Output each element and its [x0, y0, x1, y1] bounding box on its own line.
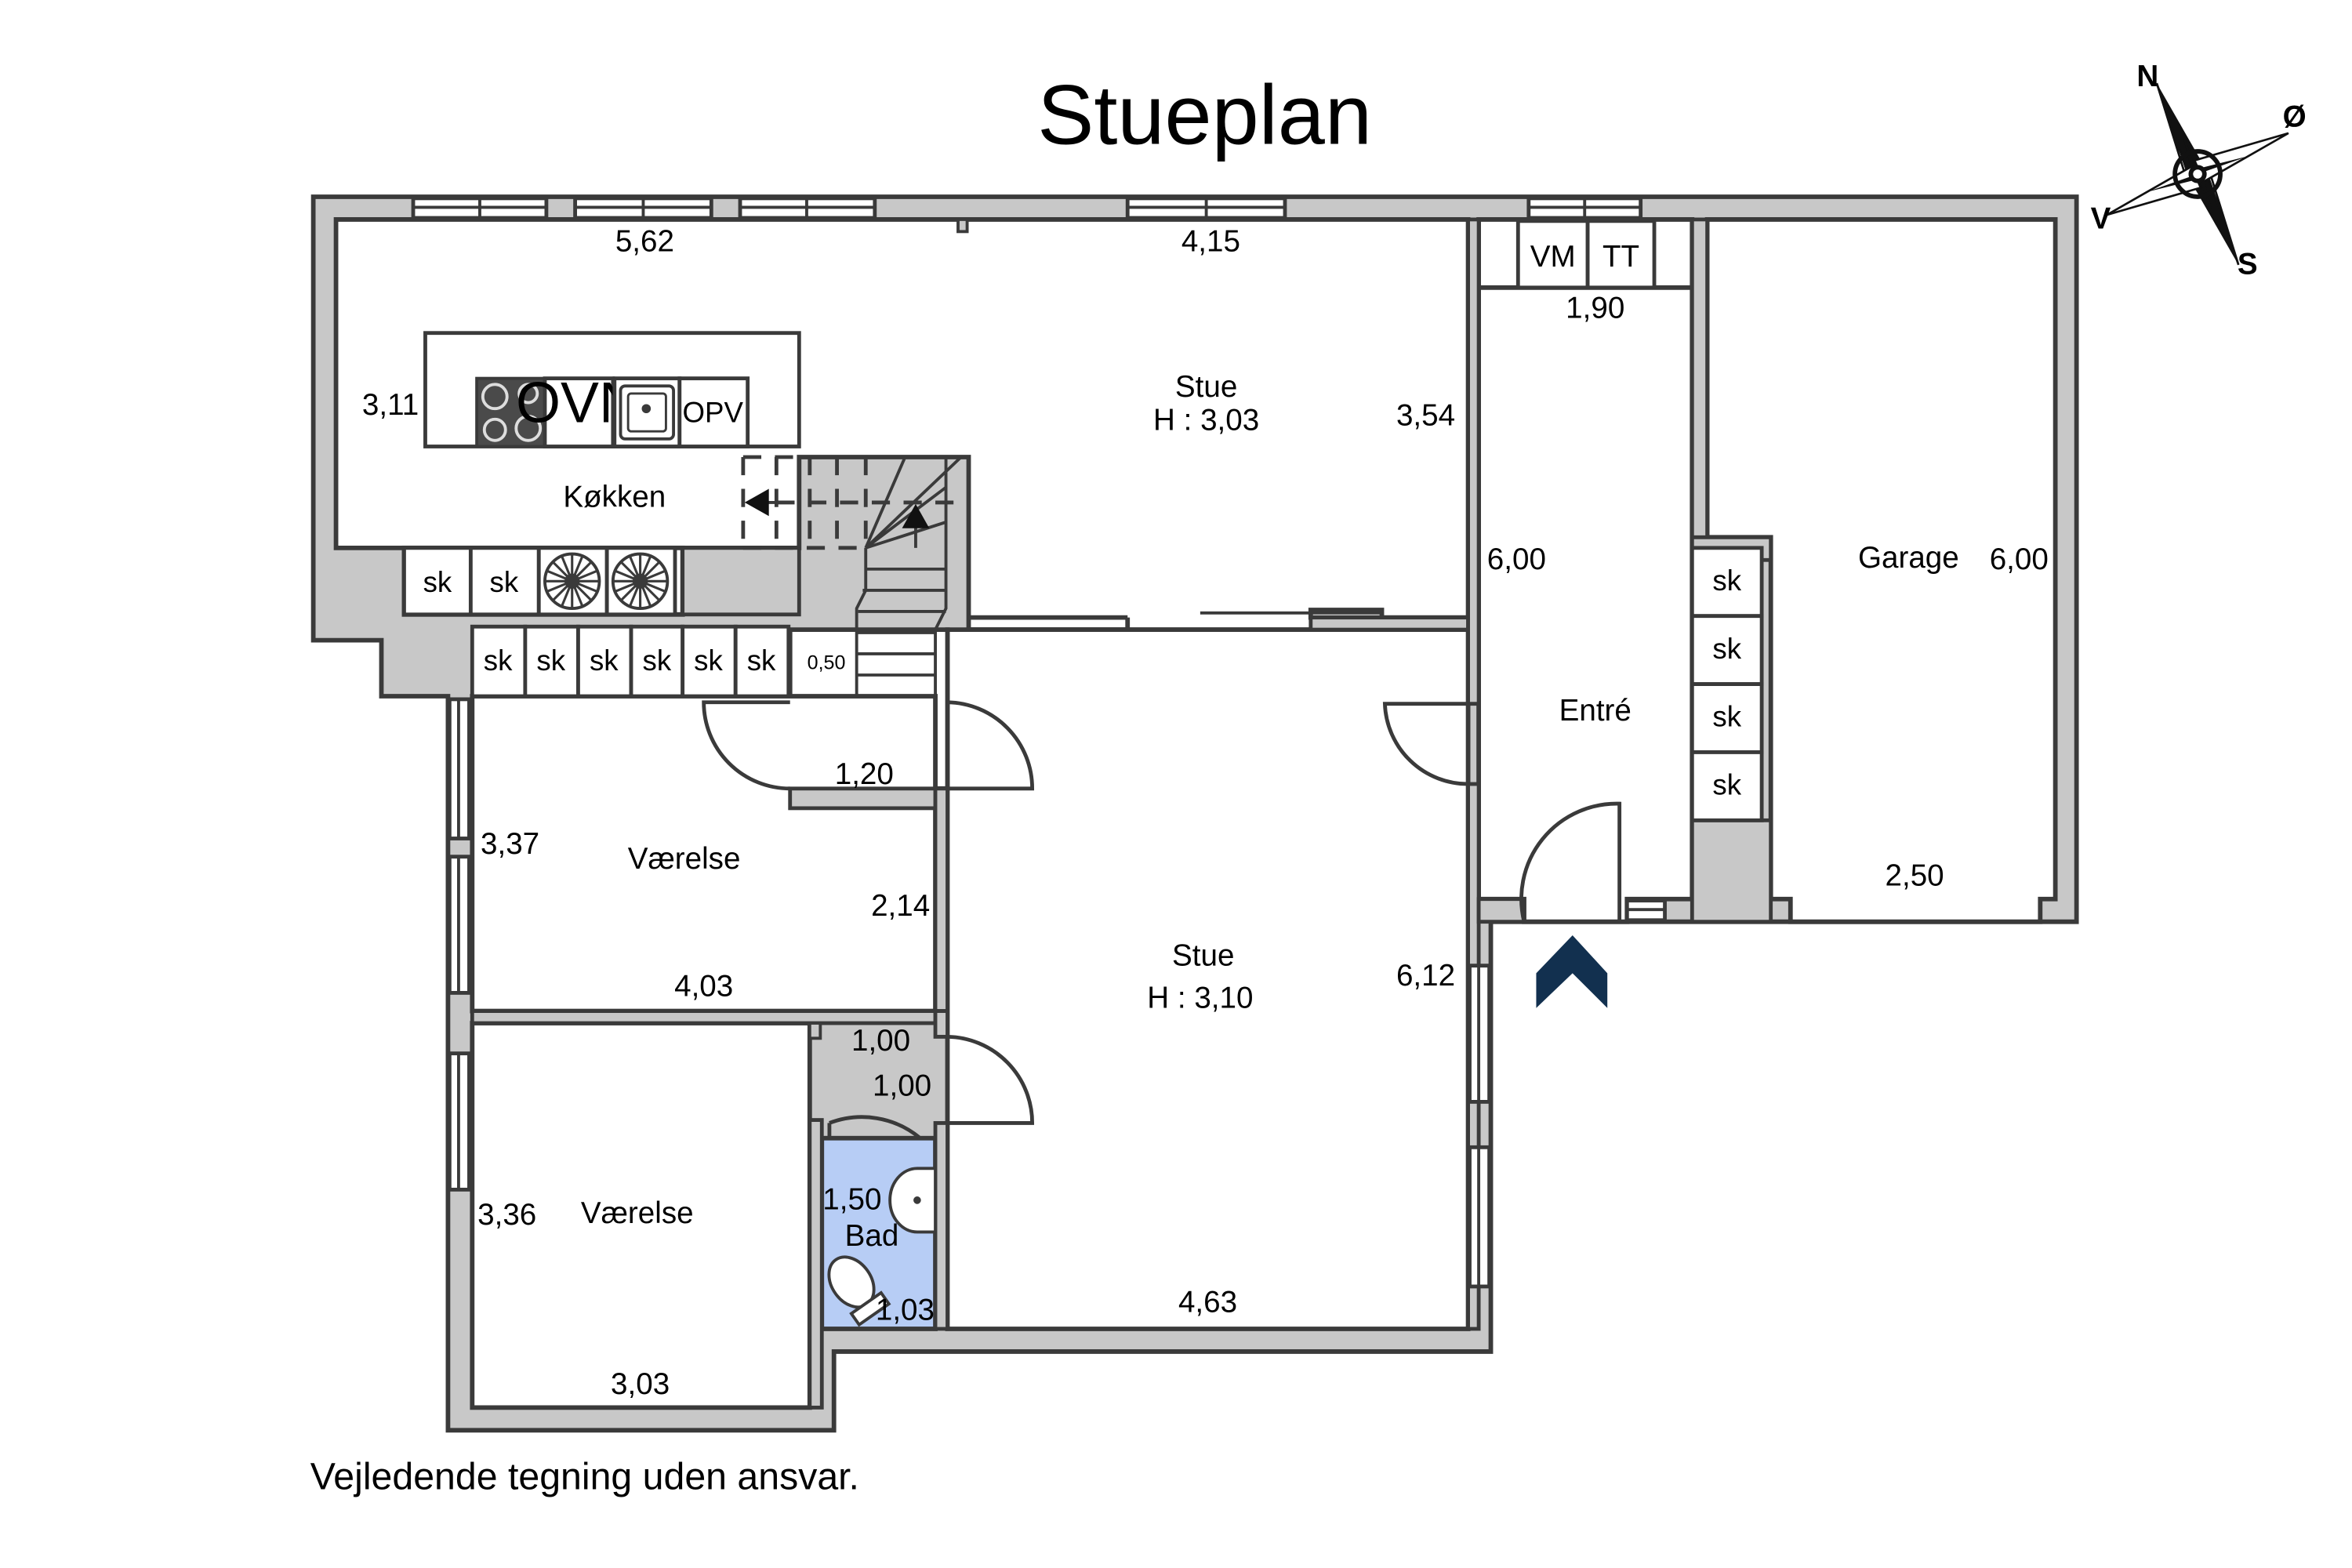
cabinet-label: sk: [694, 644, 723, 677]
dimension-label: 0,50: [808, 652, 846, 673]
disclaimer-text: Vejledende tegning uden ansvar.: [310, 1456, 859, 1498]
room-height-living-top: H : 3,03: [1153, 403, 1259, 437]
dimension-label: 6,12: [1396, 959, 1455, 993]
dimension-label: 1,03: [876, 1293, 935, 1327]
door: [1519, 801, 1622, 923]
staircase: [741, 455, 969, 698]
stair-arrow-icon: [902, 503, 930, 548]
window: [1125, 196, 1287, 220]
doors: [702, 700, 1622, 1140]
plan-title: Stueplan: [1037, 67, 1372, 162]
dimension-label: 5,62: [615, 224, 674, 258]
dimension-label: 3,54: [1396, 398, 1455, 432]
door: [1382, 702, 1468, 786]
door: [947, 1034, 1035, 1125]
utility-closet: VM TT: [1515, 219, 1657, 290]
dimension-label: 3,36: [477, 1198, 536, 1232]
dryer-label: TT: [1602, 240, 1639, 274]
cabinet-label: sk: [747, 644, 776, 677]
dimension-label: 2,14: [871, 889, 930, 923]
compass-rose-icon: N Ø S V: [2091, 60, 2307, 281]
room-label-room2: Værelse: [581, 1196, 694, 1230]
compass-east: Ø: [2283, 100, 2307, 134]
dimension-label: 3,03: [611, 1367, 670, 1401]
cabinet-label: sk: [1712, 564, 1741, 597]
windows: [411, 196, 1667, 1289]
dimension-labels: 5,62 4,15 3,11 3,54 1,90 6,00 6,00 2,50 …: [362, 224, 2049, 1401]
cabinet-label: sk: [490, 566, 519, 598]
window: [1624, 898, 1667, 923]
window: [1468, 1145, 1492, 1289]
dishwasher: [677, 376, 750, 448]
window: [1468, 964, 1492, 1104]
compass-north: N: [2136, 60, 2158, 93]
room-label-entrance: Entré: [1559, 694, 1632, 728]
dimension-label: 1,50: [822, 1182, 881, 1216]
room-label-kitchen: Køkken: [563, 481, 666, 514]
stair-upper-dashed: [741, 455, 969, 550]
window: [447, 697, 471, 840]
window: [447, 1051, 471, 1192]
dimension-label: 1,90: [1566, 291, 1624, 325]
cabinet-label: sk: [1712, 769, 1741, 801]
compass-south: S: [2238, 247, 2258, 281]
cabinet-label: sk: [590, 644, 619, 677]
dimension-label: 3,11: [362, 388, 419, 422]
dimension-label: 3,37: [481, 827, 539, 861]
dimension-label: 2,50: [1886, 858, 1944, 892]
room-label-living-bottom: Stue: [1172, 939, 1234, 973]
fan-icon: [543, 552, 601, 610]
hall-cabinets: sk sk sk sk sk sk: [470, 624, 791, 699]
washbasin-icon: [888, 1167, 937, 1234]
room-label-room1: Værelse: [628, 842, 741, 876]
room-height-living-bottom: H : 3,10: [1147, 982, 1253, 1015]
dimension-label: 1,20: [835, 757, 894, 791]
fan-icon: [611, 552, 670, 610]
cabinet-label: sk: [484, 644, 513, 677]
door: [827, 1115, 922, 1140]
window: [447, 855, 471, 995]
stove-icon: [475, 376, 546, 448]
stair-arrow-icon: [744, 488, 784, 517]
oven: [543, 376, 615, 448]
dimension-label: 6,00: [1990, 543, 2049, 576]
cabinet-label: sk: [1712, 701, 1741, 733]
cabinet-label: sk: [423, 566, 452, 598]
door: [946, 700, 1035, 791]
window: [738, 196, 877, 220]
entrance-cabinets: sk sk sk sk: [1690, 546, 1764, 822]
kitchen-back-counter: sk sk: [402, 546, 677, 617]
dimension-label: 4,03: [674, 969, 733, 1003]
room-label-living-top: Stue: [1175, 370, 1237, 404]
room-labels: Køkken Stue H : 3,03 Stue H : 3,10 Entré…: [563, 370, 1958, 1253]
cabinet-label: sk: [1712, 633, 1741, 665]
dimension-label: 6,00: [1487, 543, 1546, 576]
dimension-label: 1,00: [851, 1024, 910, 1058]
dimension-label: 4,15: [1181, 224, 1240, 258]
window: [573, 196, 713, 220]
room-label-bath: Bad: [845, 1219, 899, 1253]
dimension-label: 1,00: [873, 1069, 931, 1103]
dishwasher-label: OPV: [683, 397, 744, 429]
toilet-icon: [827, 1255, 891, 1327]
compass-west: V: [2091, 202, 2111, 236]
cabinet-label: sk: [536, 644, 565, 677]
kitchen-island: OVN OPV: [423, 331, 801, 448]
washer-label: VM: [1530, 240, 1576, 274]
window: [1526, 196, 1643, 220]
cabinet-label: sk: [643, 644, 672, 677]
dimension-label: 4,63: [1178, 1286, 1237, 1319]
room-label-garage: Garage: [1858, 541, 1959, 575]
window: [411, 196, 549, 220]
entry-arrow-icon: [1536, 935, 1608, 1008]
sink-icon: [612, 376, 682, 448]
door: [702, 700, 790, 791]
